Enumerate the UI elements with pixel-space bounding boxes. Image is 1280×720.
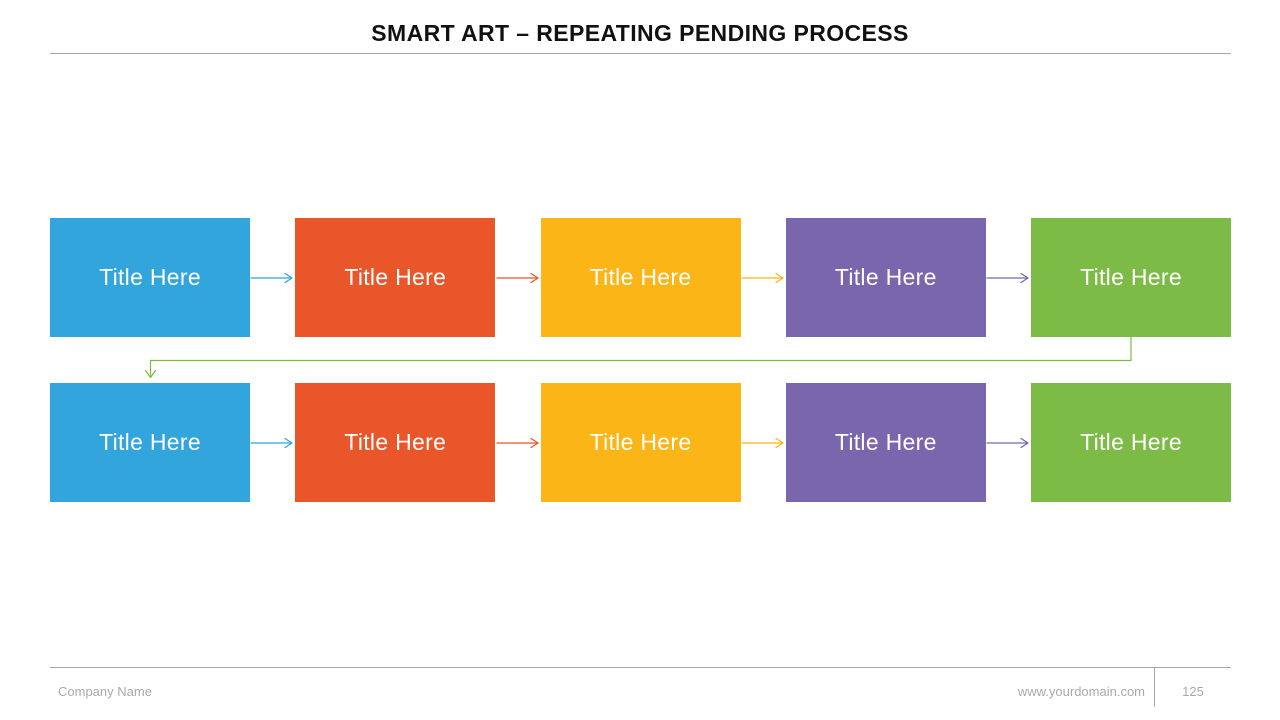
process-box-label: Title Here xyxy=(344,429,447,455)
arrow-right-icon xyxy=(495,437,539,448)
process-box: Title Here xyxy=(50,218,250,337)
footer-company-name: Company Name xyxy=(58,684,152,699)
process-box: Title Here xyxy=(1031,383,1231,502)
process-box: Title Here xyxy=(295,218,496,337)
header-divider-line xyxy=(50,53,1231,54)
process-box-label: Title Here xyxy=(99,264,201,290)
arrow-right-icon xyxy=(986,437,1029,448)
process-box-label: Title Here xyxy=(589,264,692,290)
footer-divider-line xyxy=(50,667,1231,668)
arrow-right-icon xyxy=(741,437,784,448)
footer-page-number: 125 xyxy=(1182,684,1204,699)
process-box-label: Title Here xyxy=(1080,264,1182,290)
process-box: Title Here xyxy=(295,383,496,502)
process-box-label: Title Here xyxy=(1080,429,1182,455)
arrow-right-icon xyxy=(250,437,293,448)
process-box: Title Here xyxy=(540,383,741,502)
process-box: Title Here xyxy=(50,383,250,502)
arrow-right-icon xyxy=(986,272,1029,283)
process-box-label: Title Here xyxy=(344,264,447,290)
footer-domain: www.yourdomain.com xyxy=(1017,684,1145,699)
footer-vertical-divider xyxy=(1154,667,1155,707)
process-box-label: Title Here xyxy=(834,429,937,455)
process-row-2: Title Here Title Here Title Here Title H… xyxy=(50,383,1231,502)
process-box-label: Title Here xyxy=(834,264,937,290)
slide-title: SMART ART – REPEATING PENDING PROCESS xyxy=(371,20,909,46)
process-box-label: Title Here xyxy=(589,429,692,455)
process-box-label: Title Here xyxy=(99,429,201,455)
process-row-1: Title Here Title Here Title Here Title H… xyxy=(50,218,1231,337)
arrow-right-icon xyxy=(495,272,539,283)
process-box: Title Here xyxy=(1031,218,1231,337)
process-box: Title Here xyxy=(540,218,741,337)
arrow-right-icon xyxy=(741,272,784,283)
process-box: Title Here xyxy=(785,218,986,337)
process-box: Title Here xyxy=(785,383,986,502)
arrow-right-icon xyxy=(250,272,293,283)
